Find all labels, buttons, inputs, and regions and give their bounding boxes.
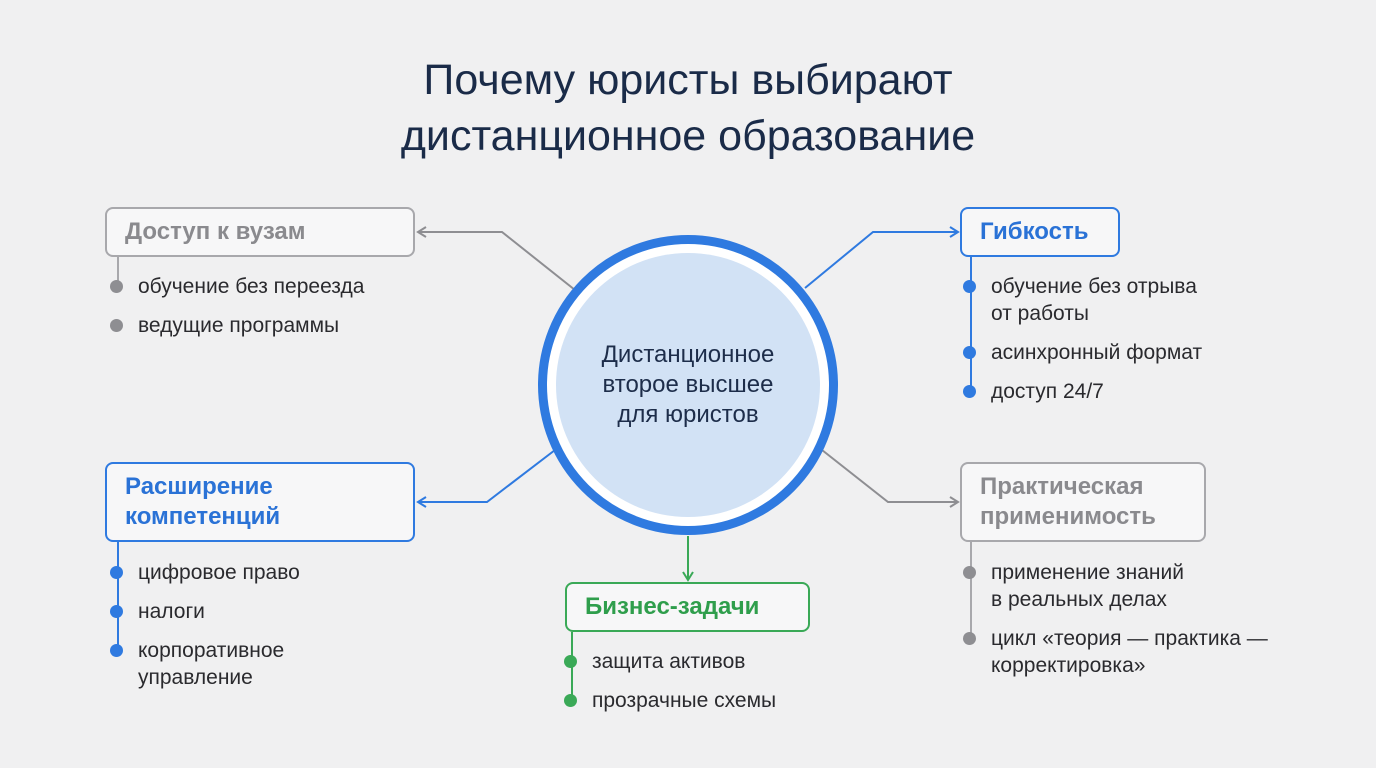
connector-access (416, 226, 576, 291)
branch-items-skills: цифровое право налоги корпоративное упра… (110, 559, 300, 691)
branch-card-access: Доступ к вузам (105, 207, 415, 257)
list-item: доступ 24/7 (963, 378, 1202, 405)
branch-rail-flexibility (970, 257, 972, 393)
branch-card-flexibility: Гибкость (960, 207, 1120, 257)
item-text: цикл «теория — практика — (991, 627, 1268, 650)
item-text: асинхронный формат (991, 341, 1203, 364)
central-topic-circle: Дистанционное второе высшее для юристов (538, 235, 838, 535)
bullet-dot (110, 605, 123, 618)
item-text: защита активов (592, 650, 746, 673)
connector-practice (821, 449, 960, 508)
item-text: корпоративное (138, 639, 285, 662)
item-text: от работы (991, 302, 1089, 325)
bullet-dot (963, 632, 976, 645)
item-text: обучение без переезда (138, 275, 365, 298)
bullet-dot (110, 280, 123, 293)
list-item: обучение без переезда (110, 273, 365, 300)
branch-label: Гибкость (980, 218, 1089, 245)
item-text: корректировка» (991, 654, 1146, 677)
bullet-dot (110, 644, 123, 657)
branch-label: Бизнес-задачи (585, 593, 760, 620)
branch-rail-practice (970, 542, 972, 638)
item-text: доступ 24/7 (991, 380, 1104, 403)
branch-label: применимость (980, 503, 1156, 530)
item-text: ведущие программы (138, 314, 340, 337)
item-text: в реальных делах (991, 588, 1167, 611)
bullet-dot (564, 655, 577, 668)
list-item: обучение без отрыва от работы (963, 273, 1202, 327)
diagram-title: Почему юристы выбирают дистанционное обр… (0, 52, 1376, 164)
item-text: цифровое право (138, 561, 300, 584)
branch-card-business: Бизнес-задачи (565, 582, 810, 632)
central-topic-line: Дистанционное (601, 341, 775, 368)
bullet-dot (110, 566, 123, 579)
item-text: применение знаний (991, 561, 1184, 584)
branch-items-access: обучение без переезда ведущие программы (110, 273, 365, 339)
branch-label: Расширение (125, 473, 273, 500)
branch-items-business: защита активов прозрачные схемы (564, 648, 777, 714)
central-topic-line: для юристов (617, 401, 759, 428)
item-text: управление (138, 666, 253, 689)
branch-rail-access (117, 257, 119, 291)
item-text: обучение без отрыва (991, 275, 1197, 298)
bullet-dot (963, 346, 976, 359)
list-item: корпоративное управление (110, 637, 300, 691)
list-item: защита активов (564, 648, 776, 675)
list-item: цикл «теория — практика — корректировка» (963, 625, 1268, 679)
bullet-dot (963, 385, 976, 398)
connector-flexibility (804, 226, 960, 289)
branch-items-practice: применение знаний в реальных делах цикл … (963, 559, 1268, 679)
bullet-dot (564, 694, 577, 707)
branch-card-skills: Расширение компетенций (105, 462, 415, 542)
list-item: асинхронный формат (963, 339, 1203, 366)
item-text: прозрачные схемы (592, 689, 777, 712)
list-item: ведущие программы (110, 312, 364, 339)
title-line-2: дистанционное образование (400, 112, 976, 160)
list-item: прозрачные схемы (564, 687, 777, 714)
branch-card-practice: Практическая применимость (960, 462, 1206, 542)
list-item: налоги (110, 598, 300, 625)
branch-label: Практическая (980, 473, 1144, 500)
branch-items-flexibility: обучение без отрыва от работы асинхронны… (963, 273, 1203, 405)
connector-skills (416, 449, 556, 508)
central-topic-text: Дистанционное второе высшее для юристов (556, 253, 820, 517)
branch-rail-skills (117, 542, 119, 652)
branch-label: Доступ к вузам (125, 218, 306, 245)
list-item: применение знаний в реальных делах (963, 559, 1268, 613)
item-text: налоги (138, 600, 205, 623)
bullet-dot (110, 319, 123, 332)
bullet-dot (963, 566, 976, 579)
branch-label: компетенций (125, 503, 281, 530)
title-line-1: Почему юристы выбирают (423, 56, 953, 104)
central-topic-line: второе высшее (602, 371, 774, 398)
bullet-dot (963, 280, 976, 293)
list-item: цифровое право (110, 559, 300, 586)
